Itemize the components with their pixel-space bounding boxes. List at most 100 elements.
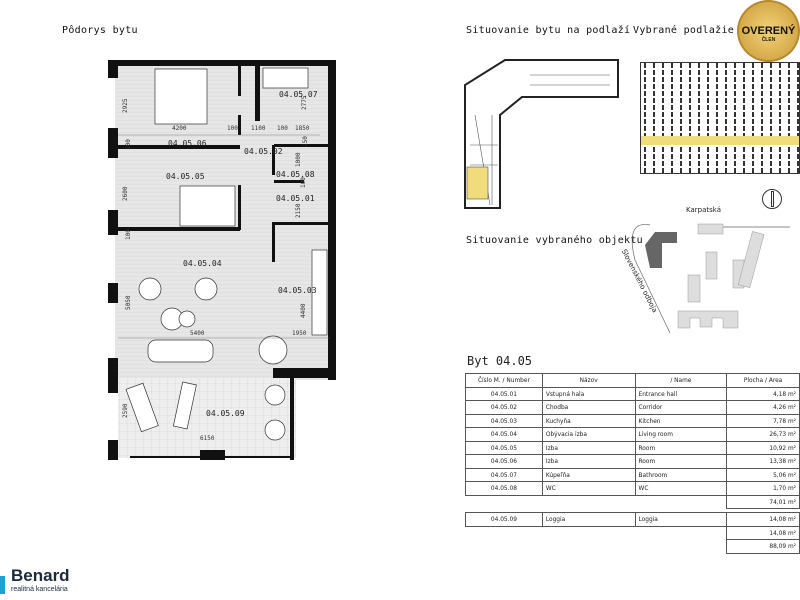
room-number: 04.05.02 (465, 400, 543, 415)
room-name-sk: Izba (541, 440, 636, 455)
room-area: 10,92 m² (726, 440, 800, 455)
site-plan (631, 223, 790, 334)
dimension: 2590 (122, 403, 129, 418)
north-arrow-icon (762, 189, 782, 209)
room-name-en: WC (634, 481, 728, 496)
dimension: 2925 (122, 98, 129, 113)
room-label: 04.05.04 (183, 259, 222, 268)
room-name-en: Kitchen (634, 413, 728, 428)
room-number: 04.05.06 (465, 454, 543, 469)
room-area: 14,08 m² (726, 512, 800, 527)
dimension: 5400 (190, 330, 205, 337)
dimension: 2600 (122, 186, 129, 201)
dimension: 4400 (300, 303, 307, 318)
room-label: 04.05.01 (276, 194, 315, 203)
room-number: 04.05.04 (465, 427, 543, 442)
badge-text: OVERENÝ (741, 25, 796, 37)
dimension: 5050 (125, 295, 132, 310)
room-area: 1,70 m² (726, 481, 800, 496)
badge-sub: ČLEN (761, 37, 776, 43)
floorplan-heading: Pôdorys bytu (62, 25, 138, 36)
header-name-en: / Name (634, 373, 728, 388)
dimension: 2775 (301, 95, 308, 110)
room-label: 04.05.03 (278, 286, 317, 295)
header-name-sk: Názov (541, 373, 636, 388)
room-label: 04.05.07 (279, 90, 318, 99)
floor-situation-plan (464, 59, 619, 209)
room-name-sk: Obývacia izba (541, 427, 636, 442)
room-number: 04.05.07 (465, 467, 543, 482)
apartment-floorplan (108, 60, 336, 460)
room-name-en: Room (634, 454, 728, 469)
room-label: 04.05.08 (276, 170, 315, 179)
room-name-en: Room (634, 440, 728, 455)
room-area: 5,06 m² (726, 467, 800, 482)
room-number: 04.05.05 (465, 440, 543, 455)
building-elevation (640, 62, 800, 174)
room-name-sk: Loggia (541, 512, 636, 527)
dimension: 100 (227, 125, 238, 132)
room-area: 4,18 m² (726, 386, 800, 401)
room-name-sk: Kuchyňa (541, 413, 636, 428)
room-number: 04.05.09 (465, 512, 543, 527)
dimension: 1850 (295, 125, 310, 132)
room-label: 04.05.09 (206, 409, 245, 418)
verified-member-badge: OVERENÝ ČLEN (737, 0, 800, 62)
header-number: Číslo M. / Number (465, 373, 543, 388)
dimension: 6150 (200, 435, 215, 442)
room-name-en: Corridor (634, 400, 728, 415)
room-number: 04.05.03 (465, 413, 543, 428)
street-name-north: Karpatská (686, 206, 721, 214)
room-area: 26,73 m² (726, 427, 800, 442)
logo-subtitle: realitná kancelária (11, 586, 68, 593)
dimension: 100 (125, 229, 132, 240)
selected-floor-heading: Vybrané podlažie (633, 25, 735, 36)
room-name-sk: Kúpeľňa (541, 467, 636, 482)
room-name-en: Living room (634, 427, 728, 442)
apartment-title: Byt 04.05 (467, 354, 533, 368)
room-area: 4,26 m² (726, 400, 800, 415)
logo-mark-icon (0, 576, 5, 594)
room-area: 7,78 m² (726, 413, 800, 428)
loggia-total-area: 14,08 m² (726, 525, 800, 540)
room-name-sk: Vstupná hala (541, 386, 636, 401)
selected-floor-highlight (641, 136, 799, 145)
header-area: Plocha / Area (726, 373, 800, 388)
room-name-en: Bathroom (634, 467, 728, 482)
dimension: 2150 (295, 203, 302, 218)
dimension: 100 (300, 177, 307, 188)
floor-situation-heading: Situovanie bytu na podlaží (466, 25, 631, 36)
building-situation-heading: Situovanie vybraného objektu (466, 235, 643, 246)
room-name-en: Loggia (634, 512, 728, 527)
dimension: 150 (302, 136, 309, 147)
room-label: 04.05.05 (166, 172, 205, 181)
dimension: 4200 (172, 125, 187, 132)
room-name-sk: Izba (541, 454, 636, 469)
table-header-row: Číslo M. / Number Názov / Name Plocha / … (465, 373, 800, 388)
room-number: 04.05.08 (465, 481, 543, 496)
dimension: 1100 (251, 125, 266, 132)
table-row: 04.05.09 Loggia Loggia 14,08 m² (465, 512, 800, 527)
room-name-sk: Chodba (541, 400, 636, 415)
dimension: 100 (277, 125, 288, 132)
subtotal-area: 74,01 m² (726, 494, 800, 509)
room-area: 13,38 m² (726, 454, 800, 469)
room-name-sk: WC (541, 481, 636, 496)
dimension: 1000 (295, 152, 302, 167)
total-area: 88,09 m² (726, 539, 800, 554)
logo-name: Benard (11, 566, 70, 585)
room-label: 04.05.06 (168, 139, 207, 148)
room-number: 04.05.01 (465, 386, 543, 401)
dimension: 100 (125, 139, 132, 150)
room-area-table: Číslo M. / Number Názov / Name Plocha / … (465, 373, 800, 554)
room-name-en: Entrance hall (634, 386, 728, 401)
room-label: 04.05.02 (244, 147, 283, 156)
